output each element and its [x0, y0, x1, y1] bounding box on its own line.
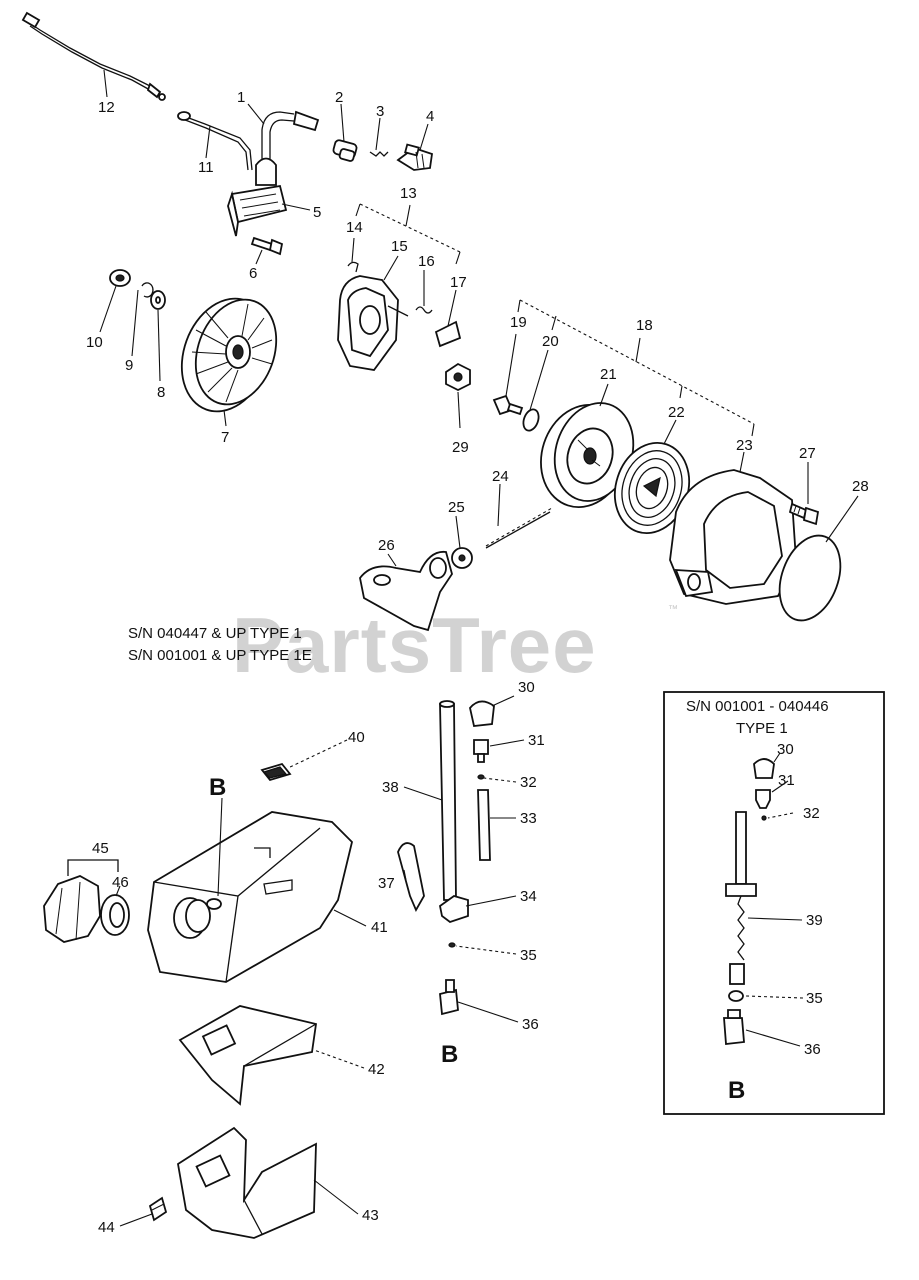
- callout-23: 23: [736, 437, 753, 454]
- callout-15: 15: [391, 238, 408, 255]
- callout-30: 30: [518, 679, 535, 696]
- serial-note-line2: S/N 001001 & UP TYPE 1E: [128, 647, 312, 664]
- callout-17: 17: [450, 274, 467, 291]
- callout-1: 1: [237, 89, 245, 106]
- inset-weight: [729, 963, 745, 985]
- callout-19: 19: [510, 314, 527, 331]
- callout-44: 44: [98, 1219, 115, 1236]
- callout-40: 40: [348, 729, 365, 746]
- inset-filter-cap: [753, 758, 775, 779]
- callout-25: 25: [448, 499, 465, 516]
- inset-callout-39: 39: [806, 912, 823, 929]
- ref-letter-b-tank: B: [209, 774, 226, 801]
- inset-spring: [737, 895, 745, 961]
- callout-6: 6: [249, 265, 257, 282]
- inset-ref-letter-b: B: [728, 1077, 745, 1104]
- inset-clip: [761, 815, 767, 821]
- callout-32: 32: [520, 774, 537, 791]
- callout-11: 11: [198, 159, 214, 176]
- ignition-coil-part: [227, 110, 320, 237]
- callout-24: 24: [492, 468, 509, 485]
- inset-washer: [728, 990, 744, 1002]
- starter-pulley-part: [540, 402, 635, 509]
- starter-bolt-washer: [492, 394, 540, 432]
- leader-lines: [99, 69, 859, 1227]
- fuel-tank-part: [43, 811, 353, 983]
- fuel-pickup-part: [397, 700, 495, 1016]
- starter-housing-part: [669, 469, 797, 605]
- callout-36: 36: [522, 1016, 539, 1033]
- callout-41: 41: [371, 919, 388, 936]
- callout-43: 43: [362, 1207, 379, 1224]
- callout-29: 29: [452, 439, 469, 456]
- throttle-cable-part: [21, 11, 166, 101]
- callout-22: 22: [668, 404, 685, 421]
- inset-callout-32: 32: [803, 805, 820, 822]
- inset-title-line2: TYPE 1: [736, 720, 788, 737]
- fuel-pipe-part: [177, 111, 253, 171]
- inset-callout-35: 35: [806, 990, 823, 1007]
- callout-2: 2: [335, 89, 343, 106]
- callout-12: 12: [98, 99, 115, 116]
- inset-callout-31: 31: [778, 772, 795, 789]
- callout-5: 5: [313, 204, 321, 221]
- inset-panel: S/N 001001 - 040446 TYPE 1 30 31 32 39 3…: [663, 691, 885, 1115]
- tank-guard-lower-part: [148, 1126, 317, 1239]
- spark-plug-parts: [332, 139, 433, 171]
- inset-title-line1: S/N 001001 - 040446: [686, 698, 829, 715]
- coil-screw-part: [250, 236, 284, 256]
- ref-letter-b-filter: B: [441, 1041, 458, 1068]
- callout-7: 7: [221, 429, 229, 446]
- callout-14: 14: [346, 219, 363, 236]
- callout-37: 37: [378, 875, 395, 892]
- watermark-trademark: ™: [668, 604, 678, 615]
- callout-46: 46: [112, 874, 129, 891]
- inset-tube: [735, 811, 747, 885]
- tank-guard-upper-part: [178, 1005, 318, 1106]
- clutch-nut-part: [445, 362, 471, 392]
- callout-27: 27: [799, 445, 816, 462]
- callout-42: 42: [368, 1061, 385, 1078]
- flywheel-part: [180, 297, 278, 413]
- callout-21: 21: [600, 366, 617, 383]
- inset-callout-30: 30: [777, 741, 794, 758]
- inset-filter-body: [723, 1017, 745, 1045]
- callout-38: 38: [382, 779, 399, 796]
- serial-note-line1: S/N 040447 & UP TYPE 1: [128, 625, 302, 642]
- callout-13: 13: [400, 185, 417, 202]
- gasket-part: [778, 534, 842, 622]
- callout-16: 16: [418, 253, 435, 270]
- callout-3: 3: [376, 103, 384, 120]
- tank-label-part: [260, 762, 292, 782]
- callout-10: 10: [86, 334, 103, 351]
- callout-35: 35: [520, 947, 537, 964]
- flywheel-hardware: [109, 269, 166, 310]
- callout-31: 31: [528, 732, 545, 749]
- callout-34: 34: [520, 888, 537, 905]
- starter-bolt-part: [788, 502, 820, 526]
- inset-callout-36: 36: [804, 1041, 821, 1058]
- callout-28: 28: [852, 478, 869, 495]
- group-brackets: [355, 203, 755, 437]
- callout-8: 8: [157, 384, 165, 401]
- callout-20: 20: [542, 333, 559, 350]
- callout-numbers: 1 2 3 4 5 6 7 8 9 10 11 12 13 14 15 16 1…: [86, 89, 869, 1236]
- inset-filter-neck: [727, 1009, 741, 1019]
- starter-rope-handle-part: [359, 507, 553, 632]
- recoil-spring-part: [614, 441, 690, 535]
- clutch-assembly-part: [337, 261, 462, 371]
- callout-18: 18: [636, 317, 653, 334]
- callout-33: 33: [520, 810, 537, 827]
- inset-grommet: [725, 883, 757, 897]
- callout-9: 9: [125, 357, 133, 374]
- inset-connector: [755, 789, 771, 809]
- callout-4: 4: [426, 108, 434, 125]
- callout-26: 26: [378, 537, 395, 554]
- callout-45: 45: [92, 840, 109, 857]
